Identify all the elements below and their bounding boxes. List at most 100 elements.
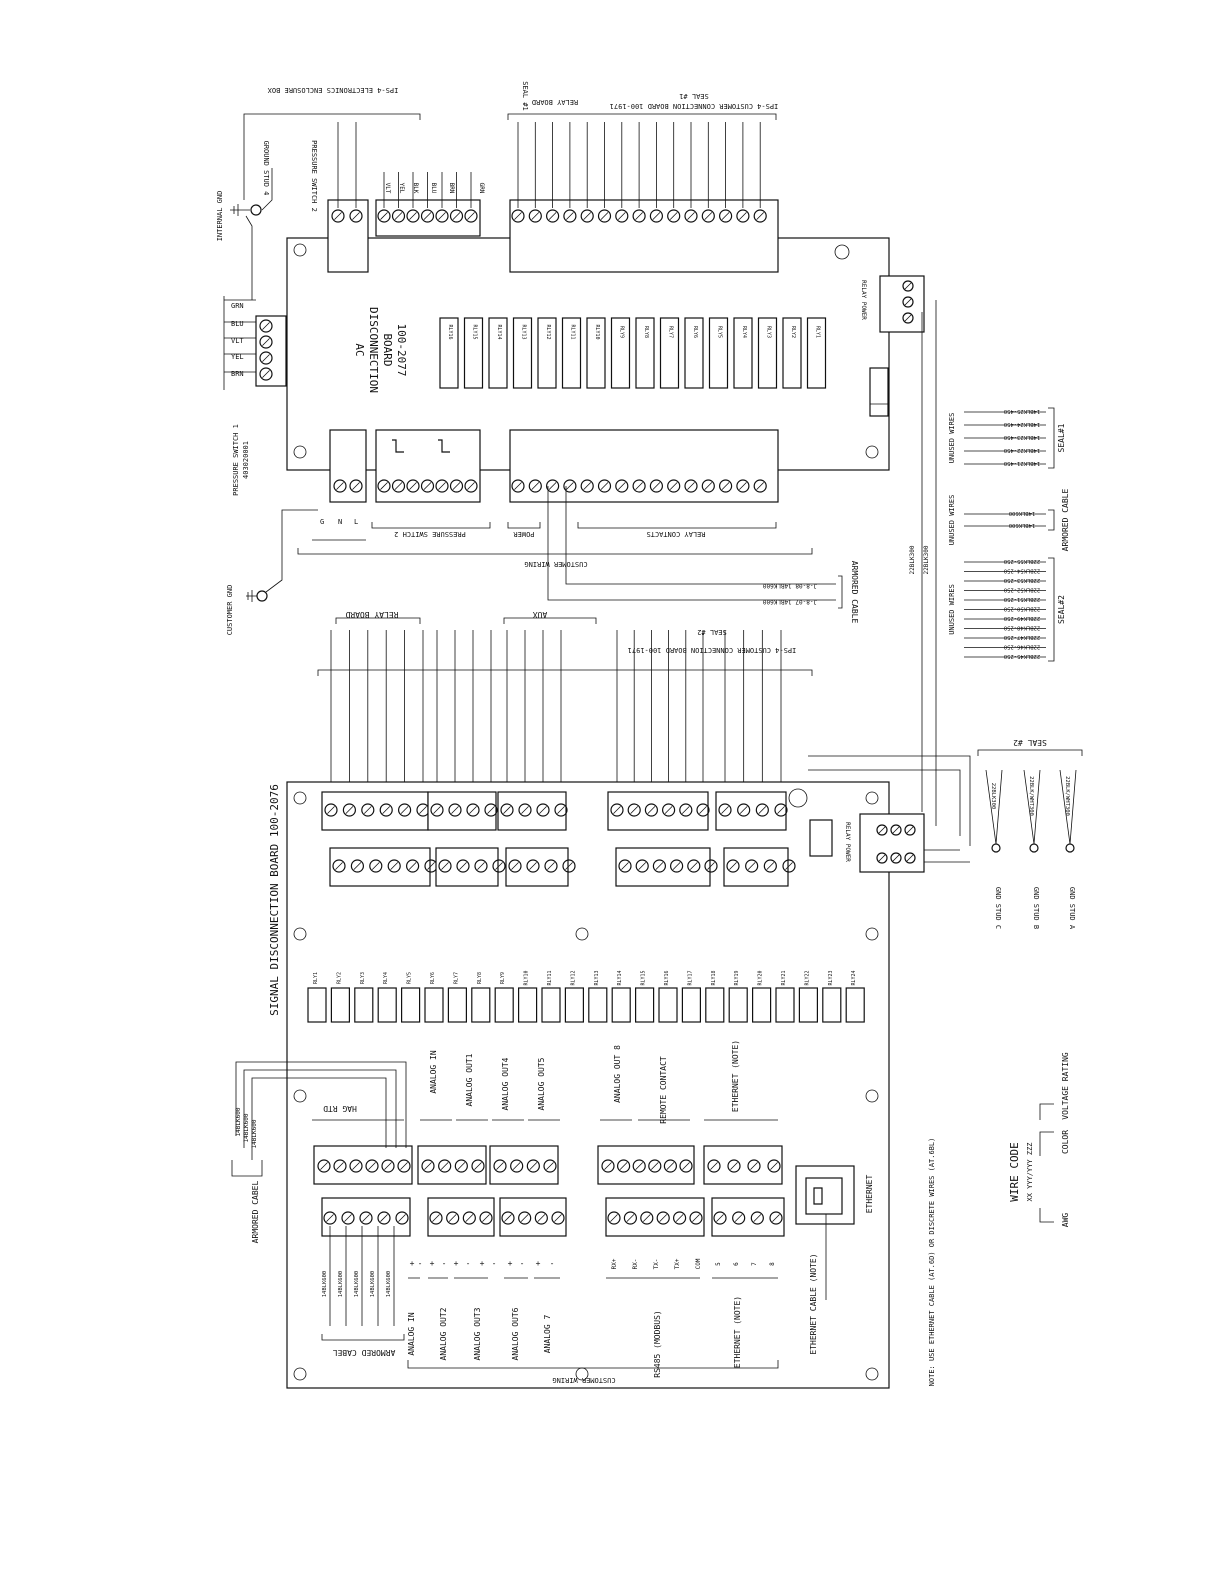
unused-wires-label: UNUSED WIRES (948, 413, 956, 464)
terminal-screw-slot (400, 1162, 408, 1170)
terminal-screw-slot (474, 1162, 482, 1170)
terminal-screw-slot (785, 862, 793, 870)
terminal-screw (610, 803, 624, 817)
terminal-screw (342, 803, 356, 817)
terminal-screw (406, 859, 420, 873)
terminal-screw (732, 1211, 746, 1225)
terminal-screw (684, 479, 698, 493)
terminal-screw-slot (441, 862, 449, 870)
terminal-screw (479, 1211, 493, 1225)
terminal-screw-slot (638, 862, 647, 870)
terminal-screw (904, 824, 916, 836)
terminal-screw-slot (756, 482, 765, 490)
terminal-screw (640, 1211, 654, 1225)
terminal-screw-slot (487, 806, 495, 814)
signal-relay-label: RLY12 (570, 970, 576, 985)
terminal-screw-slot (613, 806, 621, 814)
terminal-screw (902, 280, 914, 292)
bracket (1048, 509, 1055, 531)
svg-text:YEL: YEL (231, 353, 244, 361)
armored-wire-code: 14BLK600 (322, 1271, 328, 1298)
terminal-screw (369, 859, 383, 873)
mount-hole (293, 243, 307, 257)
terminal-screw (718, 209, 733, 223)
terminal-screw-slot (438, 482, 446, 490)
terminal-screw-slot (448, 1214, 457, 1222)
bracket (1048, 407, 1055, 469)
ac-relay-label: RLY15 (472, 324, 478, 339)
rs485-pin: COM (695, 1258, 702, 1269)
ethernet-note: NOTE: USE ETHERNET CABLE (AT.6D) OR DISC… (928, 1138, 936, 1387)
terminal-screw-slot (452, 212, 461, 220)
terminal-screw-slot (770, 1162, 778, 1170)
terminal-screw-slot (529, 1162, 538, 1170)
signal-relay-power-label: RELAY POWER (844, 822, 851, 862)
terminal-screw-slot (739, 212, 747, 220)
signal-relay-label: RLY5 (407, 972, 413, 984)
svg-text:100-2077: 100-2077 (395, 324, 408, 377)
gnd-stud-wire (1023, 769, 1041, 845)
terminal-screw-slot (904, 314, 912, 322)
svg-text:G: G (320, 518, 324, 526)
terminal-screw (484, 803, 498, 817)
ac-relay-label: RLY6 (692, 326, 698, 338)
terminal-screw (448, 803, 462, 817)
seal2-right-label: SEAL #2 (1013, 738, 1047, 747)
terminal-screw-slot (892, 854, 900, 862)
terminal-screw (420, 209, 435, 223)
signal-bottom-block-lower (499, 1197, 567, 1237)
terminal-screw-slot (336, 482, 344, 490)
terminal-screw (397, 1159, 411, 1173)
signal-relay-label: RLY13 (594, 970, 600, 985)
terminal-screw (667, 209, 681, 223)
unused-wire-code: 22BLK45-250 (1004, 653, 1040, 659)
terminal-screw-slot (482, 1214, 490, 1222)
signal-bottom-block-upper (313, 1145, 413, 1185)
signal-relay-label: RLY23 (828, 970, 834, 985)
signal-top-block (497, 791, 567, 831)
rs485-pin: TX+ (674, 1258, 681, 1269)
terminal-screw-slot (600, 212, 609, 220)
unused-wire-code: 22BLK48-250 (1004, 625, 1040, 631)
pressure-switch-2-bottom-label: PRESSURE SWITCH 2 (394, 530, 466, 538)
terminal-screw-slot (904, 282, 912, 290)
armored-mid-wire: J-8-07 14BLK600 (763, 598, 818, 605)
terminal-screw (333, 1159, 347, 1173)
ac-relay-label: RLY5 (717, 326, 723, 338)
terminal-screw-slot (390, 862, 399, 870)
terminal-screw (727, 1159, 741, 1173)
terminal-screw-slot (721, 482, 730, 490)
svg-text:RS485 (MODBUS): RS485 (MODBUS) (653, 1310, 662, 1377)
signal-relay-label: RLY1 (313, 972, 319, 984)
terminal-screw-slot (669, 212, 678, 220)
svg-text:DISCONNECTION: DISCONNECTION (367, 307, 380, 393)
terminal-screw-slot (554, 1214, 562, 1222)
signal-relay (494, 987, 514, 1023)
terminal-screw (464, 209, 478, 223)
ac-relay (708, 317, 729, 389)
terminal-screw-slot (504, 1214, 512, 1222)
terminal-screw-slot (747, 862, 756, 870)
ac-relay-label: RLY10 (594, 324, 600, 339)
ac-relay-label: RLY8 (643, 326, 649, 338)
svg-text:BLU: BLU (430, 183, 437, 194)
ac-input-connector (255, 315, 287, 387)
terminal-screw-slot (465, 1214, 474, 1222)
terminal-screw-slot (531, 482, 540, 490)
terminal-screw-slot (467, 212, 475, 220)
signal-relay-label: RLY6 (430, 972, 436, 984)
signal-relay (588, 987, 608, 1023)
terminal-screw (544, 859, 558, 873)
terminal-screw-slot (352, 1162, 360, 1170)
terminal-screw (518, 1211, 532, 1225)
terminal-screw (526, 1159, 540, 1173)
terminal-screw (466, 803, 480, 817)
svg-text:HAG RTD: HAG RTD (323, 1104, 357, 1113)
terminal-screw (718, 479, 733, 493)
terminal-screw-slot (408, 862, 417, 870)
signal-relay (634, 987, 655, 1023)
ac-relay (806, 317, 827, 389)
terminal-screw-slot (610, 1214, 618, 1222)
svg-text:REMOTE CONTACT: REMOTE CONTACT (659, 1056, 668, 1124)
